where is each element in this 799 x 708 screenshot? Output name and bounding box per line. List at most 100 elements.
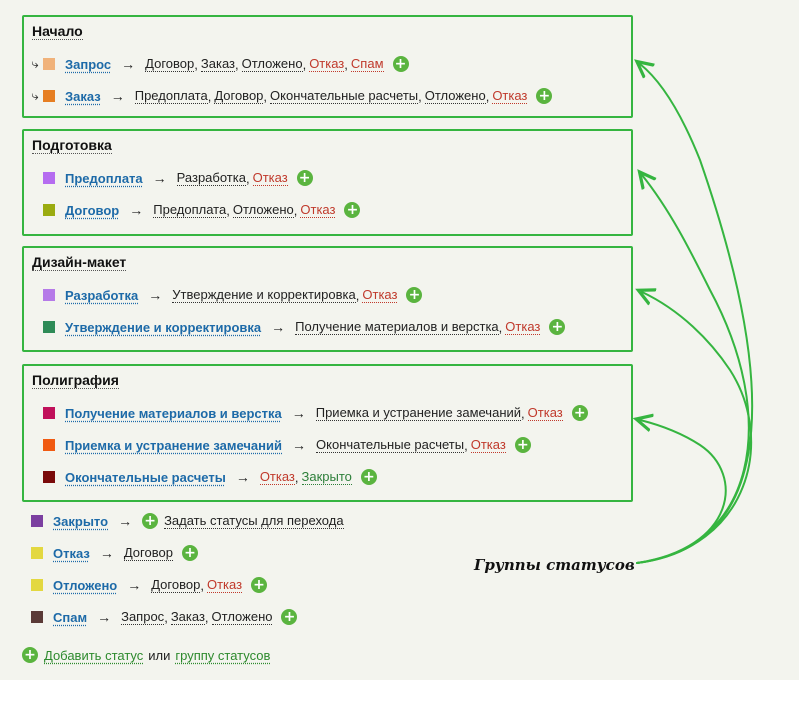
status-color-swatch[interactable] bbox=[31, 611, 43, 623]
status-name-link[interactable]: Запрос bbox=[65, 56, 112, 72]
status-name-link[interactable]: Приемка и устранение замечаний bbox=[65, 437, 283, 453]
add-transition-plus-icon[interactable]: + bbox=[392, 56, 409, 72]
add-transition-plus-icon[interactable]: + bbox=[344, 202, 361, 218]
comma-separator: , bbox=[418, 88, 422, 104]
transition-arrow-icon: → bbox=[97, 609, 112, 625]
add-group-link[interactable]: группу статусов bbox=[175, 647, 271, 663]
comma-separator: , bbox=[194, 56, 198, 72]
status-color-swatch[interactable] bbox=[43, 471, 55, 483]
add-transition-plus-icon[interactable]: + bbox=[514, 437, 531, 453]
transition-target[interactable]: Отказ bbox=[527, 405, 563, 421]
add-transition-plus-icon[interactable]: + bbox=[142, 513, 159, 529]
transition-target[interactable]: Отказ bbox=[362, 287, 398, 303]
status-name-link[interactable]: Отказ bbox=[53, 545, 90, 561]
status-color-swatch[interactable] bbox=[31, 547, 43, 559]
status-color-swatch[interactable] bbox=[31, 579, 43, 591]
transition-target[interactable]: Заказ bbox=[200, 56, 235, 72]
transition-target[interactable]: Разработка bbox=[176, 170, 246, 186]
status-row: Окончательные расчеты → Отказ,Закрыто + bbox=[28, 468, 377, 486]
transition-target[interactable]: Отказ bbox=[300, 202, 336, 218]
comma-separator: , bbox=[302, 56, 307, 72]
transition-target[interactable]: Предоплата bbox=[134, 88, 208, 104]
transition-arrow-icon: → bbox=[129, 202, 144, 218]
comma-separator: , bbox=[521, 405, 525, 421]
group-title[interactable]: Полиграфия bbox=[32, 372, 119, 389]
status-color-swatch[interactable] bbox=[43, 204, 55, 216]
status-name-link[interactable]: Получение материалов и верстка bbox=[65, 405, 282, 421]
transition-target[interactable]: Получение материалов и верстка bbox=[295, 319, 499, 335]
status-row: ⤷Запрос→Договор,Заказ,Отложено,Отказ,Спа… bbox=[28, 55, 409, 73]
transition-target[interactable]: Отказ bbox=[252, 170, 288, 186]
bottom-strip bbox=[0, 680, 799, 708]
transition-target[interactable]: Предоплата bbox=[153, 202, 227, 218]
add-transition-plus-icon[interactable]: + bbox=[251, 577, 268, 593]
comma-separator: , bbox=[263, 88, 268, 104]
transition-target[interactable]: Заказ bbox=[170, 609, 205, 625]
status-name-link[interactable]: Утверждение и корректировка bbox=[65, 319, 262, 335]
comma-separator: , bbox=[294, 469, 299, 485]
transition-target[interactable]: Договор bbox=[145, 56, 195, 72]
transition-target[interactable]: Спам bbox=[350, 56, 384, 72]
transition-target[interactable]: Отказ bbox=[259, 469, 295, 485]
transition-target[interactable]: Приемка и устранение замечаний bbox=[315, 405, 522, 421]
add-transition-plus-icon[interactable]: + bbox=[181, 545, 198, 561]
transition-arrow-icon: → bbox=[235, 469, 250, 485]
transition-target[interactable]: Отказ bbox=[470, 437, 506, 453]
status-color-swatch[interactable] bbox=[43, 172, 55, 184]
transition-target[interactable]: Отложено bbox=[424, 88, 486, 104]
status-name-link[interactable]: Спам bbox=[53, 609, 88, 625]
group-title[interactable]: Дизайн-макет bbox=[32, 254, 127, 271]
status-color-swatch[interactable] bbox=[43, 439, 55, 451]
status-name-link[interactable]: Заказ bbox=[65, 88, 101, 104]
add-transition-plus-icon[interactable]: + bbox=[571, 405, 588, 421]
group-title[interactable]: Подготовка bbox=[32, 137, 112, 154]
transition-target[interactable]: Окончательные расчеты bbox=[270, 88, 419, 104]
transition-target[interactable]: Отказ bbox=[206, 577, 243, 593]
comma-separator: , bbox=[226, 202, 230, 218]
status-color-swatch[interactable] bbox=[43, 58, 55, 70]
add-transition-plus-icon[interactable]: + bbox=[360, 469, 377, 485]
transition-target[interactable]: Отложено bbox=[232, 202, 294, 218]
status-name-link[interactable]: Окончательные расчеты bbox=[65, 469, 226, 485]
add-transition-plus-icon[interactable]: + bbox=[549, 319, 566, 335]
transition-target[interactable]: Запрос bbox=[121, 609, 165, 625]
group-title[interactable]: Начало bbox=[32, 23, 83, 40]
add-transition-plus-icon[interactable]: + bbox=[536, 88, 553, 104]
status-color-swatch[interactable] bbox=[43, 289, 55, 301]
transition-target[interactable]: Договор bbox=[123, 545, 173, 561]
transition-target[interactable]: Отложено bbox=[241, 56, 303, 72]
status-color-swatch[interactable] bbox=[43, 407, 55, 419]
status-name-link[interactable]: Закрыто bbox=[53, 513, 109, 529]
status-name-link[interactable]: Предоплата bbox=[65, 170, 143, 186]
comma-separator: , bbox=[464, 437, 468, 453]
transition-target[interactable]: Закрыто bbox=[301, 469, 352, 485]
comma-separator: , bbox=[355, 287, 360, 303]
transition-target[interactable]: Договор bbox=[151, 577, 201, 593]
transition-target[interactable]: Утверждение и корректировка bbox=[172, 287, 356, 303]
transition-target[interactable]: Отказ bbox=[505, 319, 541, 335]
add-transition-plus-icon[interactable]: + bbox=[406, 287, 423, 303]
transition-target[interactable]: Договор bbox=[214, 88, 264, 104]
transition-arrow-icon: → bbox=[121, 56, 136, 72]
status-name-link[interactable]: Отложено bbox=[53, 577, 118, 593]
transition-target[interactable]: Отложено bbox=[211, 609, 273, 625]
status-name-link[interactable]: Разработка bbox=[65, 287, 139, 303]
status-color-swatch[interactable] bbox=[43, 321, 55, 333]
add-transition-plus-icon[interactable]: + bbox=[281, 609, 298, 625]
status-color-swatch[interactable] bbox=[31, 515, 43, 527]
add-status-link[interactable]: Добавить статус bbox=[44, 647, 144, 663]
transition-target[interactable]: Отказ bbox=[309, 56, 345, 72]
status-color-swatch[interactable] bbox=[43, 90, 55, 102]
add-transition-plus-icon[interactable]: + bbox=[296, 170, 313, 186]
status-row: Разработка→Утверждение и корректировка,О… bbox=[28, 286, 423, 304]
comma-separator: , bbox=[485, 88, 490, 104]
transition-target[interactable]: Отказ bbox=[492, 88, 528, 104]
transition-target[interactable]: Окончательные расчеты bbox=[316, 437, 465, 453]
set-transitions-link[interactable]: Задать статусы для перехода bbox=[164, 513, 344, 529]
add-status-plus-icon[interactable]: + bbox=[22, 647, 38, 663]
transition-arrow-icon: → bbox=[110, 88, 125, 104]
transition-arrow-icon: → bbox=[118, 513, 133, 529]
arrow-to-group-3 bbox=[637, 292, 752, 564]
status-name-link[interactable]: Договор bbox=[65, 202, 120, 218]
